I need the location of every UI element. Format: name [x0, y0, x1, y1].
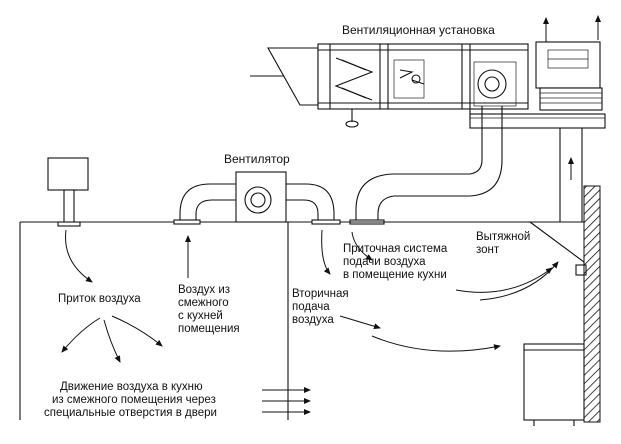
wall-hatch — [583, 185, 601, 423]
label-supply-3: в помещение кухни — [343, 269, 447, 281]
ceiling-plenum — [19, 221, 584, 420]
middle-fan — [173, 171, 341, 225]
label-supply-1: Приточная система — [343, 243, 448, 255]
label-hood-2: зонт — [476, 244, 500, 256]
label-secondary-3: воздуха — [292, 314, 334, 326]
flow-arrow-icon — [111, 315, 163, 347]
stove — [523, 343, 585, 426]
flow-arrow-icon — [339, 315, 381, 330]
label-supply-2: подачи воздуха — [343, 256, 426, 268]
label-movement-2: из смежного помещения через — [52, 394, 216, 406]
exhaust-hood — [529, 221, 587, 276]
unit-platform — [469, 113, 606, 129]
flow-arrow-icon — [103, 319, 121, 363]
label-air-adjacent-1: Воздух из — [178, 284, 230, 296]
label-air-adjacent-3: с кухней — [178, 310, 223, 322]
unit-housing — [317, 43, 529, 110]
flow-arrow-icon — [479, 261, 559, 301]
label-air-adjacent-2: смежного — [178, 297, 229, 309]
flow-arrow-icon — [321, 229, 331, 275]
flow-arrow-icon — [455, 267, 553, 293]
flow-arrow-icon — [351, 231, 373, 261]
label-secondary-2: подача — [292, 301, 330, 313]
label-ventilation-unit: Вентиляционная установка — [342, 23, 495, 37]
label-inflow-air: Приток воздуха — [58, 293, 141, 305]
unit-fan-icon — [477, 69, 507, 99]
label-secondary-1: Вторичная — [292, 288, 349, 300]
label-air-adjacent-4: помещения — [178, 323, 240, 335]
exhaust-duct — [559, 128, 583, 222]
flow-arrow-icon — [61, 317, 101, 353]
exhaust-fan-box — [535, 15, 603, 111]
label-hood-1: Вытяжной — [476, 231, 530, 243]
supply-inlet-cap — [47, 157, 89, 227]
label-movement-3: специальные отверстия в двери — [44, 407, 217, 419]
fan-housing — [235, 171, 287, 223]
label-movement-1: Движение воздуха в кухню — [60, 381, 203, 393]
fan-wheel-icon — [244, 186, 272, 214]
label-fan: Вентилятор — [224, 152, 290, 166]
ventilation-unit — [250, 15, 606, 129]
airflow-arrows — [61, 229, 559, 415]
flow-arrow-icon — [371, 335, 501, 352]
flow-arrow-icon — [65, 229, 93, 283]
